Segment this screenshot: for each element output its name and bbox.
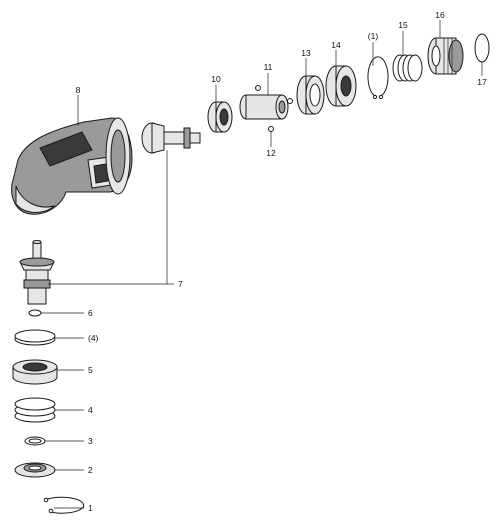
part-2-flange (14, 462, 56, 478)
callout-4: 4 (88, 405, 93, 415)
callout-16: 16 (435, 10, 445, 20)
part-5-ball-bearing (12, 359, 58, 385)
leader-lines (41, 20, 483, 509)
part-8-angle-housing (11, 117, 133, 215)
part-10-bearing (207, 101, 233, 133)
part-3-ring (24, 436, 46, 446)
part-4b-washer (14, 329, 56, 346)
part-4-spring-washers (14, 397, 56, 423)
part-14-bearing (325, 65, 357, 107)
part-12-ball-top (255, 85, 261, 91)
part-13-bearing (296, 75, 325, 115)
callout-15: 15 (398, 20, 408, 30)
callout-8: 8 (76, 85, 81, 95)
callout-3: 3 (88, 436, 93, 446)
callout-6: 6 (88, 308, 93, 318)
callout-12: 12 (266, 148, 276, 158)
callout-1b: (1) (368, 31, 379, 41)
part-12-ball-bottom (268, 126, 274, 132)
callout-11: 11 (264, 62, 273, 72)
part-1b-circlip (367, 56, 389, 100)
part-7-spindle-lower (19, 240, 55, 305)
part-11-sleeve (239, 94, 289, 120)
callout-5: 5 (88, 365, 93, 375)
callout-4b: (4) (88, 333, 99, 343)
callout-1: 1 (88, 503, 93, 513)
part-15-spring (392, 54, 423, 82)
part-17-o-ring (474, 33, 490, 63)
callout-17: 17 (477, 77, 487, 87)
part-7-bevel-gear-upper (141, 122, 201, 154)
part-16-threaded-collar (427, 37, 464, 75)
callout-7: 7 (178, 279, 183, 289)
callout-13: 13 (301, 48, 311, 58)
part-12-ball-side (287, 98, 293, 104)
callout-14: 14 (331, 40, 341, 50)
callout-2: 2 (88, 465, 93, 475)
part-1-circlip (43, 496, 85, 514)
part-6-snap-ring (28, 309, 42, 317)
callout-10: 10 (211, 74, 221, 84)
